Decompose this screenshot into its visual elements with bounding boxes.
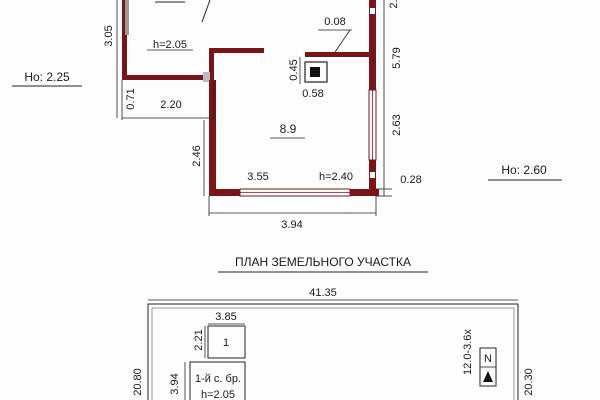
building-main [189, 361, 246, 400]
dim-label-2.46: 2.46 [191, 145, 203, 166]
floor-plan: 3.05 h=2.05 0.71 2.20 2. 0.08 5.79 0.45 … [12, 0, 562, 231]
building-room-1 [207, 325, 246, 359]
site-dim-left-side: 20.80 [132, 368, 144, 396]
building-label: 1-й с. бр. [195, 373, 241, 385]
door-swing-line [201, 0, 211, 23]
wall-main-right-gap2 [370, 172, 375, 178]
site-dim-total-width: 41.35 [309, 287, 337, 299]
dim-label-0.28: 0.28 [400, 174, 421, 186]
dim-label-2.63: 2.63 [391, 114, 403, 135]
site-plan: ПЛАН ЗЕМЕЛЬНОГО УЧАСТКА 41.35 20.80 20.3… [132, 255, 535, 400]
wall-vestibule-grey-end [203, 72, 210, 82]
building-room-number: 1 [223, 337, 229, 349]
ho-left-label: Ho: 2.25 [24, 70, 70, 84]
north-arrow-icon [483, 371, 493, 382]
wall-partition [214, 48, 264, 53]
dim-label-right-partial: 2. [388, 0, 400, 9]
building-height: h=2.05 [201, 389, 235, 400]
north-label: N [484, 353, 492, 365]
wall-main-right-gap [370, 8, 375, 14]
site-dim-right-side: 20.30 [523, 368, 535, 396]
dim-label-2.20: 2.20 [160, 99, 181, 111]
dim-label-0.45: 0.45 [288, 59, 300, 80]
dim-label-0.58: 0.58 [302, 88, 323, 100]
ho-right-label: Ho: 2.60 [501, 163, 547, 177]
dim-label-3.05: 3.05 [103, 25, 115, 46]
site-dim-building-width: 3.85 [215, 311, 236, 323]
dim-label-3.55: 3.55 [247, 171, 268, 183]
lot-boundary-inner [151, 307, 515, 400]
dim-label-room-h: h=2.40 [319, 171, 353, 183]
site-dim-building-depth-a: 2.21 [193, 329, 205, 350]
site-dim-building-depth-b: 3.94 [169, 373, 181, 394]
lot-boundary [147, 303, 519, 400]
dim-label-vestibule-h: h=2.05 [153, 39, 187, 51]
site-plan-title: ПЛАН ЗЕМЕЛЬНОГО УЧАСТКА [235, 255, 411, 269]
leader-0.08 [334, 29, 351, 53]
fence-label: 12.0-3.6х [462, 329, 474, 375]
dim-label-3.94: 3.94 [281, 219, 302, 231]
wall-vestibule-bottom [122, 75, 214, 80]
wall-vestibule-left [122, 0, 127, 80]
wall-stove [305, 52, 370, 57]
dim-label-0.08: 0.08 [324, 16, 345, 28]
dim-label-5.79: 5.79 [391, 47, 403, 68]
wall-vestibule-right-stub [209, 48, 214, 80]
stove-inner [310, 67, 320, 77]
wall-main-left [209, 80, 216, 196]
dim-label-0.71: 0.71 [125, 88, 137, 109]
wall-top-grey [125, 0, 129, 35]
dim-label-room-area: 8.9 [280, 122, 297, 136]
